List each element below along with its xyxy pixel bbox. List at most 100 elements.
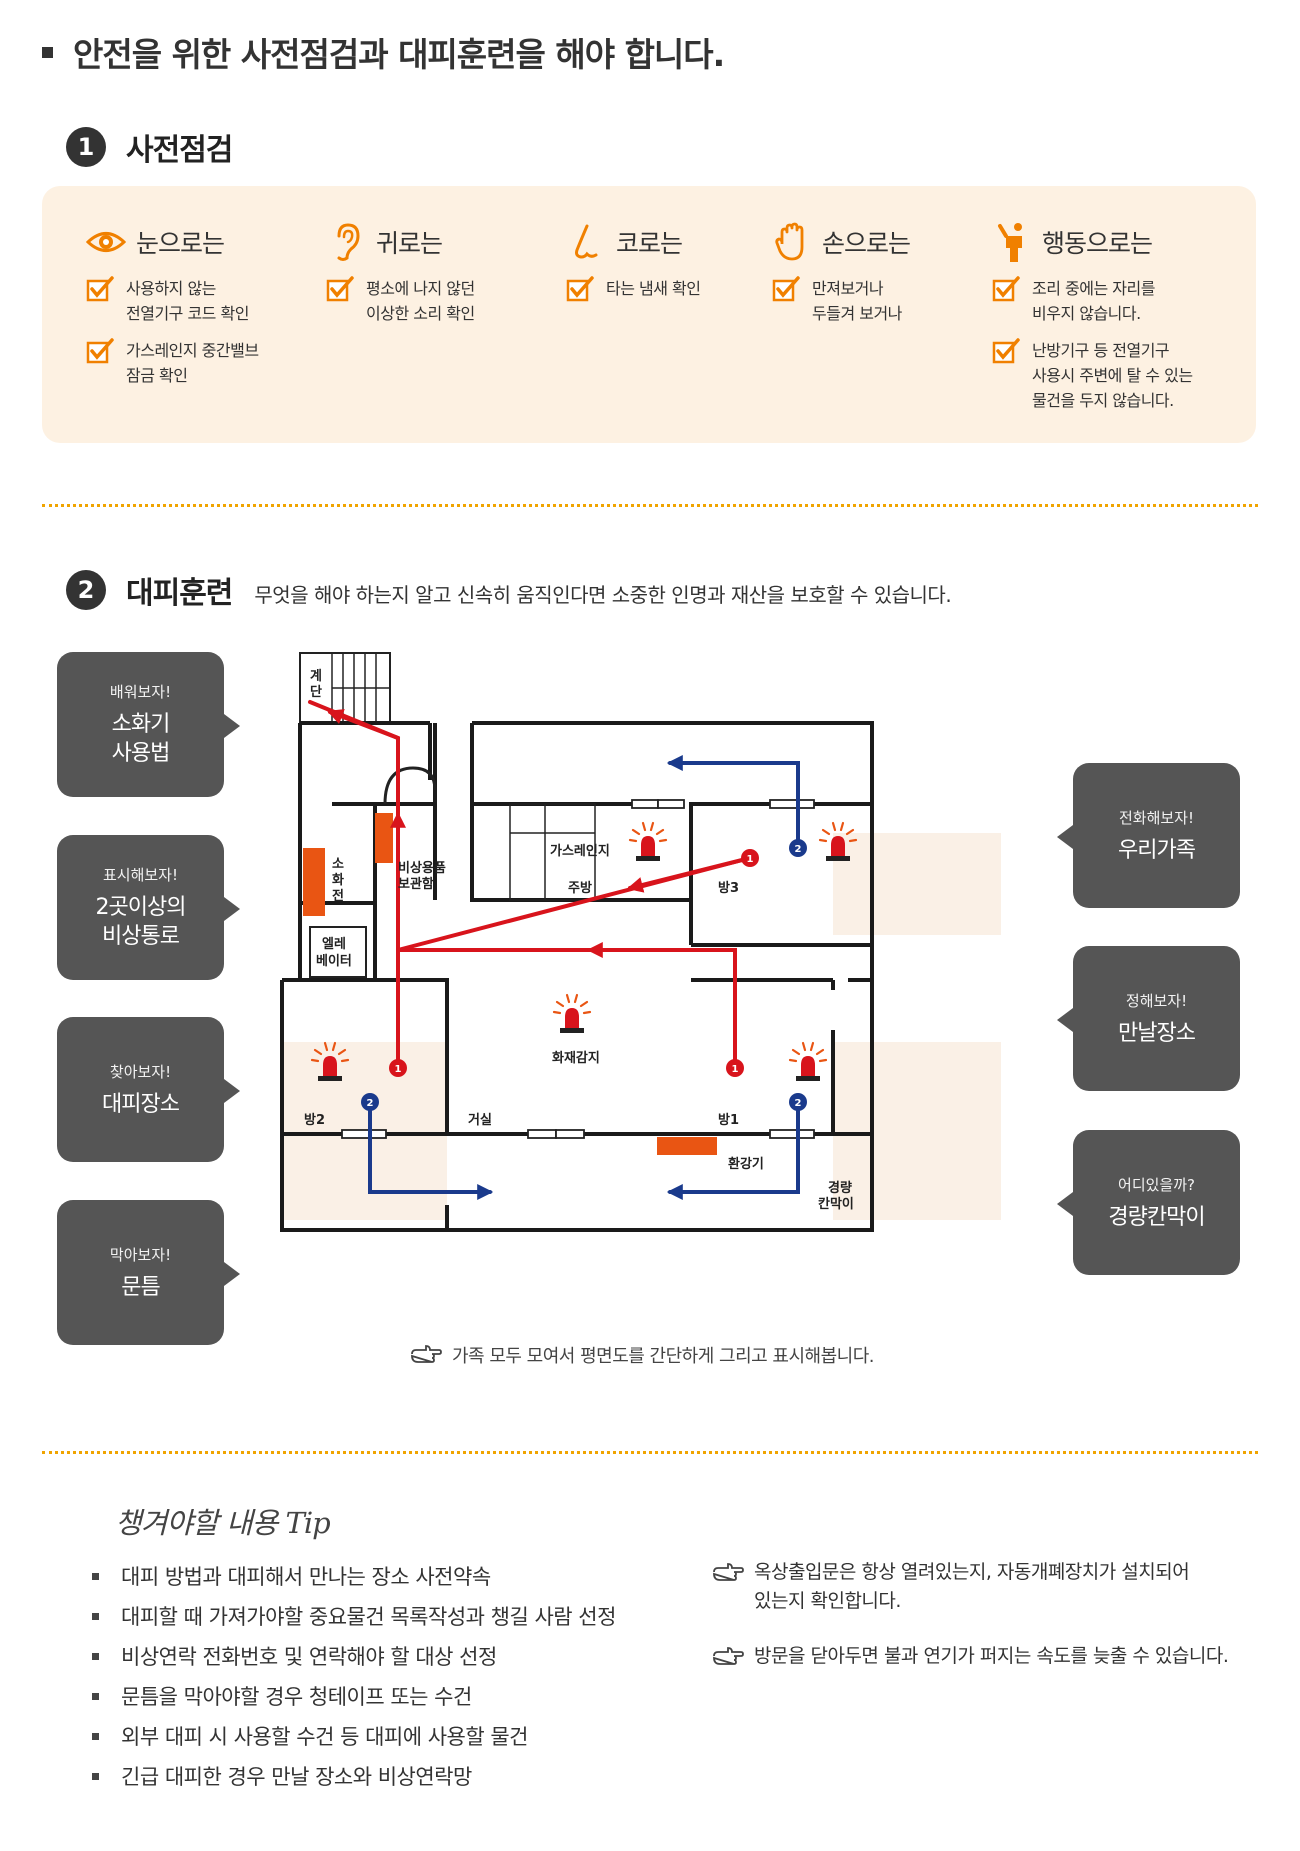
bubble-small-text: 표시해보자! — [102, 866, 178, 884]
ear-icon — [326, 222, 366, 262]
check-item: 가스레인지 중간밸브 잠금 확인 — [86, 338, 259, 388]
bubble-extinguisher: 배워보자! 소화기 사용법 — [57, 652, 240, 797]
tip-note-text: 옥상출입문은 항상 열려있는지, 자동개폐장치가 설치되어 있는지 확인합니다. — [754, 1561, 1190, 1612]
precheck-col-title: 코로는 — [616, 229, 683, 258]
section-divider — [42, 504, 1258, 507]
check-item: 조리 중에는 자리를 비우지 않습니다. — [992, 276, 1193, 326]
bubble-tail — [1057, 825, 1073, 849]
bubble-small-text: 배워보자! — [109, 683, 172, 701]
bubble-small-text: 전화해보자! — [1118, 808, 1194, 827]
bubble-tail — [224, 714, 240, 738]
tip-text: 대피할 때 가져가야할 중요물건 목록작성과 챙길 사람 선정 — [121, 1605, 616, 1629]
bubble-big-text: 대피장소 — [102, 1091, 180, 1117]
check-item: 만져보거나 두들겨 보거나 — [772, 276, 910, 326]
person-icon — [992, 222, 1032, 262]
label-partition-2: 칸막이 — [818, 1196, 854, 1212]
label-stairs-2: 단 — [310, 684, 322, 700]
list-item: 외부 대피 시 사용할 수건 등 대피에 사용할 물건 — [92, 1716, 616, 1756]
tip-text: 긴급 대피한 경우 만날 장소와 비상연락망 — [121, 1765, 472, 1789]
bubble-big-text: 만날장소 — [1118, 1020, 1196, 1046]
bubble-tail — [1057, 1192, 1073, 1216]
bubble-light-partition: 어디있을까? 경량칸막이 — [1057, 1130, 1240, 1275]
tip-text: 외부 대피 시 사용할 수건 등 대피에 사용할 물건 — [121, 1725, 528, 1749]
bubble-meeting-place: 정해보자! 만날장소 — [1057, 946, 1240, 1091]
label-room3: 방3 — [718, 880, 739, 896]
label-elevator-2: 베이터 — [316, 953, 352, 969]
route-marker-2: 2 — [795, 1098, 802, 1109]
bubble-big-text: 우리가족 — [1118, 837, 1196, 863]
label-gas-range: 가스레인지 — [550, 843, 610, 859]
checkbox-icon — [326, 276, 354, 302]
section2-title: 대피훈련 — [126, 576, 233, 611]
hand-icon — [772, 222, 812, 262]
label-room2: 방2 — [304, 1112, 325, 1128]
section1-number: 1 — [66, 127, 106, 167]
section2-header: 2 대피훈련 무엇을 해야 하는지 알고 신속히 움직인다면 소중한 인명과 재… — [66, 568, 952, 612]
label-extinguisher-1: 소 — [332, 857, 344, 872]
check-item-text: 사용하지 않는 전열기구 코드 확인 — [126, 279, 249, 323]
checkbox-icon — [86, 338, 114, 364]
pointing-hand-icon — [713, 1563, 744, 1581]
bubble-emergency-exits: 표시해보자! 2곳이상의 비상통로 — [57, 835, 240, 980]
route-marker-2: 2 — [795, 844, 802, 855]
plan-note-text: 가족 모두 모여서 평면도를 간단하게 그리고 표시해봅니다. — [452, 1346, 875, 1367]
checkbox-icon — [992, 276, 1020, 302]
label-kitchen: 주방 — [568, 880, 592, 896]
tip-text: 문틈을 막아야할 경우 청테이프 또는 수건 — [121, 1685, 472, 1709]
label-elevator-1: 엘레 — [322, 937, 346, 952]
check-item: 사용하지 않는 전열기구 코드 확인 — [86, 276, 259, 326]
label-emergency-box-1: 비상용품 — [398, 860, 446, 876]
check-item-text: 난방기구 등 전열기구 사용시 주변에 탈 수 있는 물건을 두지 않습니다. — [1032, 341, 1193, 410]
page-title: 안전을 위한 사전점검과 대피훈련을 해야 합니다. — [42, 28, 725, 76]
label-extinguisher-2: 화 — [332, 872, 344, 888]
route-marker-1: 1 — [747, 854, 754, 865]
siren-icon — [628, 821, 668, 863]
precheck-col-title: 눈으로는 — [136, 229, 225, 258]
section2-description: 무엇을 해야 하는지 알고 신속히 움직인다면 소중한 인명과 재산을 보호할 … — [254, 582, 952, 607]
precheck-box: 눈으로는 사용하지 않는 전열기구 코드 확인 가스레인지 중간밸브 잠금 확인… — [42, 186, 1256, 443]
precheck-col-nose: 코로는 타는 냄새 확인 — [566, 222, 701, 314]
bubble-small-text: 어디있을까? — [1118, 1175, 1195, 1194]
tip-note-text: 방문을 닫아두면 불과 연기가 퍼지는 속도를 늦출 수 있습니다. — [754, 1645, 1229, 1667]
precheck-col-hand: 손으로는 만져보거나 두들겨 보거나 — [772, 222, 911, 338]
precheck-col-title: 손으로는 — [822, 229, 911, 258]
label-partition-1: 경량 — [828, 1180, 852, 1196]
list-item: 대피할 때 가져가야할 중요물건 목록작성과 챙길 사람 선정 — [92, 1596, 616, 1636]
siren-icon — [788, 1041, 828, 1083]
bubble-small-text: 정해보자! — [1125, 991, 1188, 1010]
tips-title: 챙겨야할 내용 Tip — [115, 1506, 331, 1540]
label-ventilator: 환강기 — [728, 1156, 764, 1172]
check-item-text: 평소에 나지 않던 이상한 소리 확인 — [366, 279, 475, 323]
tip-note: 옥상출입문은 항상 열려있는지, 자동개폐장치가 설치되어 있는지 확인합니다. — [712, 1558, 1232, 1616]
precheck-col-action: 행동으로는 조리 중에는 자리를 비우지 않습니다. 난방기구 등 전열기구 사… — [992, 222, 1193, 425]
nose-icon — [566, 222, 606, 262]
check-item: 난방기구 등 전열기구 사용시 주변에 탈 수 있는 물건을 두지 않습니다. — [992, 338, 1193, 413]
bubble-big-text: 문틈 — [121, 1274, 160, 1300]
tip-text: 비상연락 전화번호 및 연락해야 할 대상 선정 — [121, 1645, 497, 1669]
checkbox-icon — [772, 276, 800, 302]
checkbox-icon — [566, 276, 594, 302]
title-bullet — [42, 46, 53, 58]
tips-list: 대피 방법과 대피해서 만나는 장소 사전약속 대피할 때 가져가야할 중요물건… — [92, 1556, 616, 1796]
room1-fill — [833, 1042, 1001, 1220]
room3-fill — [833, 833, 1001, 935]
label-stairs-1: 계 — [310, 669, 322, 684]
route-marker-1: 1 — [395, 1064, 402, 1075]
siren-icon — [552, 993, 592, 1035]
section2-number: 2 — [66, 570, 106, 610]
precheck-col-ear: 귀로는 평소에 나지 않던 이상한 소리 확인 — [326, 222, 475, 338]
bubble-tail — [224, 897, 240, 921]
label-fire-detector: 화재감지 — [552, 1050, 600, 1066]
check-item: 평소에 나지 않던 이상한 소리 확인 — [326, 276, 475, 326]
extinguisher-marker — [303, 848, 325, 916]
check-item-text: 조리 중에는 자리를 비우지 않습니다. — [1032, 279, 1155, 323]
bubble-door-gap: 막아보자! 문틈 — [57, 1200, 240, 1345]
emergency-box-marker — [375, 813, 393, 863]
bubble-big-text: 2곳이상의 비상통로 — [95, 895, 187, 949]
bubble-call-family: 전화해보자! 우리가족 — [1057, 763, 1240, 908]
list-item: 비상연락 전화번호 및 연락해야 할 대상 선정 — [92, 1636, 616, 1676]
pointing-hand-icon — [713, 1647, 744, 1665]
tip-note: 방문을 닫아두면 불과 연기가 퍼지는 속도를 늦출 수 있습니다. — [712, 1642, 1232, 1671]
bubble-small-text: 찾아보자! — [109, 1062, 172, 1081]
bubble-tail — [224, 1262, 240, 1286]
